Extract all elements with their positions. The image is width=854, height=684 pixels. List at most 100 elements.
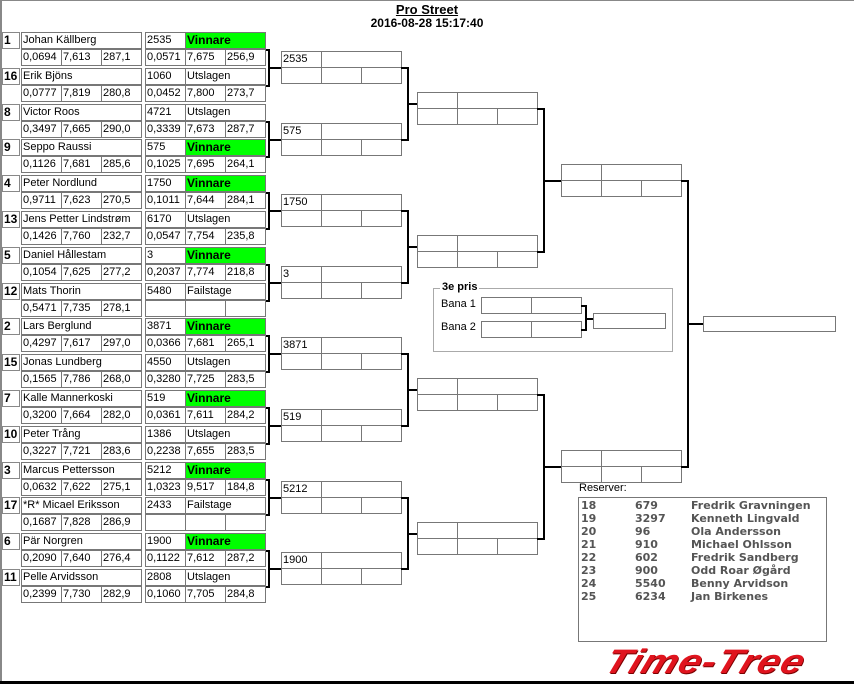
top-speed: 297,0 — [101, 335, 142, 352]
race-number: 519 — [145, 390, 186, 407]
race-reaction-time: 0,0571 — [145, 49, 186, 66]
race-number: 1060 — [145, 68, 186, 85]
racer-number-cell — [561, 450, 602, 467]
race-elapsed-time — [185, 514, 226, 531]
reaction-time-cell — [281, 353, 322, 370]
bracket-line — [268, 568, 281, 570]
bracket-line — [268, 497, 281, 499]
race-elapsed-time: 7,644 — [185, 192, 226, 209]
speed-cell — [497, 394, 538, 411]
bracket-line — [268, 425, 281, 427]
page-title: Pro Street — [395, 2, 459, 17]
top-speed: 280,8 — [101, 85, 142, 102]
racer-name: Erik Bjöns — [21, 68, 142, 85]
result-cell — [321, 481, 402, 498]
reaction-time-cell — [281, 67, 322, 84]
bracket-line — [268, 139, 281, 141]
status-label: Failstage — [185, 283, 266, 300]
racer-name: *R* Micael Eriksson — [21, 497, 142, 514]
race-top-speed: 287,7 — [225, 121, 266, 138]
seed-number: 10 — [2, 426, 20, 443]
racer-number-cell — [417, 92, 458, 109]
reserve-seed: 18 — [581, 499, 597, 512]
lane2-label: Bana 2 — [441, 321, 476, 333]
race-number: 1386 — [145, 426, 186, 443]
race-elapsed-time: 7,774 — [185, 264, 226, 281]
elapsed-time-cell — [457, 538, 498, 555]
top-speed: 276,4 — [101, 550, 142, 567]
bracket-line — [401, 497, 407, 499]
race-number: 4721 — [145, 104, 186, 121]
racer-name: Jens Petter Lindstrøm — [21, 211, 142, 228]
elapsed-time: 7,625 — [61, 264, 102, 281]
reaction-time: 0,3200 — [21, 407, 62, 424]
racer-number-cell: 519 — [281, 409, 322, 426]
bracket-line — [537, 251, 543, 253]
elapsed-time: 7,828 — [61, 514, 102, 531]
bracket-line — [401, 282, 407, 284]
bracket-line — [268, 282, 281, 284]
reaction-time: 0,0694 — [21, 49, 62, 66]
bracket-line — [681, 466, 687, 468]
racer-name: Seppo Raussi — [21, 139, 142, 156]
reserve-num: 602 — [635, 551, 658, 564]
elapsed-time: 7,623 — [61, 192, 102, 209]
speed-cell — [361, 282, 402, 299]
racer-number-cell: 1750 — [281, 194, 322, 211]
bottom-border — [0, 681, 854, 684]
race-elapsed-time: 9,517 — [185, 479, 226, 496]
top-speed: 270,5 — [101, 192, 142, 209]
speed-cell — [361, 568, 402, 585]
race-elapsed-time: 7,611 — [185, 407, 226, 424]
race-reaction-time: 0,1011 — [145, 192, 186, 209]
seed-number: 13 — [2, 211, 20, 228]
racer-name: Johan Källberg — [21, 32, 142, 49]
status-label: Utslagen — [185, 68, 266, 85]
elapsed-time: 7,735 — [61, 300, 102, 317]
elapsed-time-cell — [321, 425, 362, 442]
race-reaction-time: 0,3339 — [145, 121, 186, 138]
race-number: 1750 — [145, 175, 186, 192]
speed-cell — [361, 353, 402, 370]
result-cell — [601, 450, 682, 467]
bracket-line — [537, 108, 543, 110]
racer-number-cell: 1900 — [281, 552, 322, 569]
race-top-speed — [225, 300, 266, 317]
time-tree-logo: Time-Tree — [599, 643, 812, 681]
bracket-line — [401, 210, 407, 212]
top-speed: 290,0 — [101, 121, 142, 138]
reaction-time: 0,0632 — [21, 479, 62, 496]
reaction-time-cell — [417, 108, 458, 125]
status-label: Utslagen — [185, 426, 266, 443]
elapsed-time: 7,730 — [61, 586, 102, 603]
racer-name: Lars Berglund — [21, 318, 142, 335]
reserve-name: Fredrik Gravningen — [691, 499, 811, 512]
top-speed: 287,1 — [101, 49, 142, 66]
bracket-line — [401, 353, 407, 355]
winner-badge: Vinnare — [185, 318, 266, 335]
racer-name: Kalle Mannerkoski — [21, 390, 142, 407]
reserve-seed: 22 — [581, 551, 597, 564]
speed-cell — [361, 139, 402, 156]
seed-number: 17 — [2, 497, 20, 514]
status-label: Utslagen — [185, 104, 266, 121]
result-cell — [601, 164, 682, 181]
top-speed: 277,2 — [101, 264, 142, 281]
seed-number: 15 — [2, 354, 20, 371]
reaction-time-cell — [561, 180, 602, 197]
bracket-line — [268, 210, 281, 212]
reserves-label: Reserver: — [579, 482, 627, 494]
elapsed-time-cell — [321, 497, 362, 514]
race-reaction-time: 0,1122 — [145, 550, 186, 567]
bracket-line — [401, 425, 407, 427]
speed-cell — [361, 425, 402, 442]
race-elapsed-time: 7,673 — [185, 121, 226, 138]
racer-name: Jonas Lundberg — [21, 354, 142, 371]
race-elapsed-time: 7,725 — [185, 371, 226, 388]
racer-number-cell: 5212 — [281, 481, 322, 498]
reserve-num: 6234 — [635, 590, 666, 603]
race-top-speed: 264,1 — [225, 156, 266, 173]
reaction-time-cell — [281, 210, 322, 227]
